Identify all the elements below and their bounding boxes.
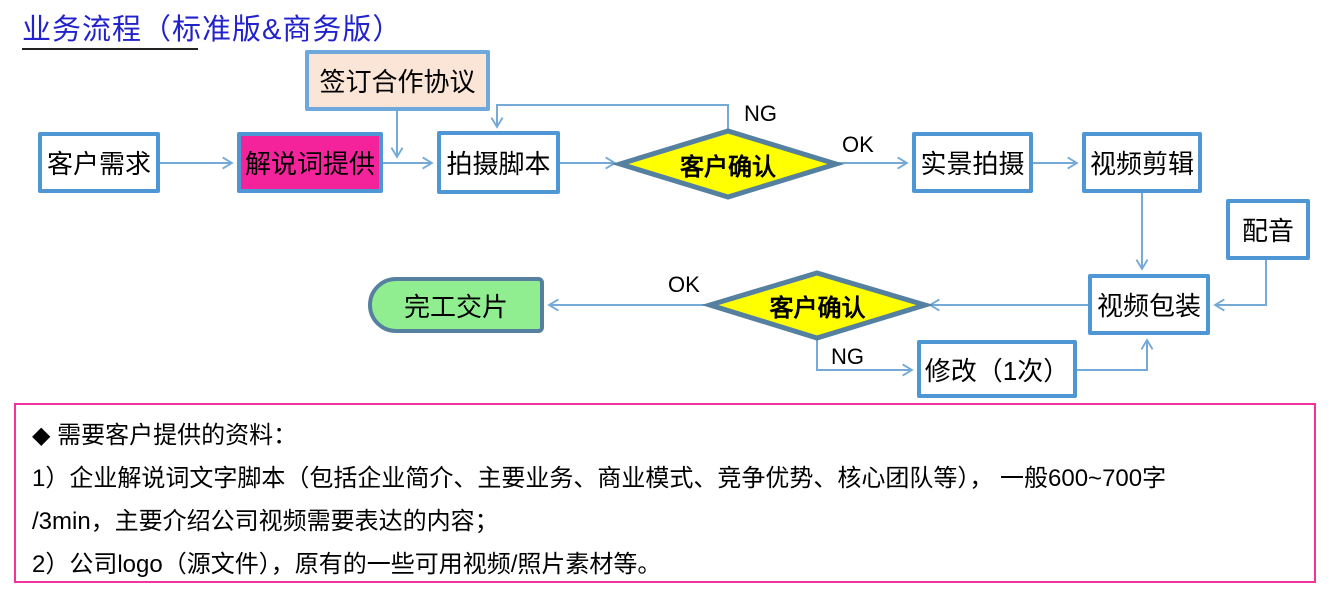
notes-line-1: 1）企业解说词文字脚本（包括企业简介、主要业务、商业模式、竞争优势、核心团队等）… — [32, 465, 1167, 492]
node-customer-needs: 客户需求 — [38, 132, 160, 193]
connector-revision-packaging — [1077, 338, 1154, 371]
node-script: 拍摄脚本 — [437, 131, 560, 194]
edge-label-ng1: NG — [744, 101, 777, 126]
edge-label-ng2: NG — [831, 344, 864, 369]
diamond-confirm1-shape — [611, 128, 845, 200]
notes-line-heading: ◆ 需要客户提供的资料： — [32, 422, 298, 449]
notes-box: ◆ 需要客户提供的资料： 1）企业解说词文字脚本（包括企业简介、主要业务、商业模… — [14, 403, 1316, 583]
notes-line-3: 2）公司logo（源文件），原有的一些可用视频/照片素材等。 — [32, 551, 662, 578]
node-narration: 解说词提供 — [237, 132, 383, 193]
connector-dubbing-packaging — [1213, 259, 1267, 312]
node-delivery: 完工交片 — [368, 277, 544, 333]
page-title: 业务流程（标准版&商务版） — [22, 14, 403, 46]
node-confirm1: 客户确认 — [680, 153, 776, 181]
title-underline — [22, 48, 198, 50]
notes-line-2: /3min，主要介绍公司视频需要表达的内容； — [32, 508, 499, 535]
node-dubbing: 配音 — [1226, 199, 1310, 260]
diamond-confirm2-shape — [701, 270, 934, 341]
node-video-edit: 视频剪辑 — [1082, 132, 1202, 193]
edge-label-ok1: OK — [842, 132, 874, 157]
node-live-shoot: 实景拍摄 — [912, 132, 1033, 193]
node-revision: 修改（1次） — [917, 340, 1077, 398]
node-agreement: 签订合作协议 — [305, 50, 490, 111]
connector-confirm2-revision — [816, 338, 914, 377]
connector-confirm1-ng-loop — [490, 104, 729, 131]
node-packaging: 视频包装 — [1088, 274, 1210, 335]
edge-label-ok2: OK — [668, 272, 700, 297]
node-confirm2: 客户确认 — [769, 295, 866, 322]
